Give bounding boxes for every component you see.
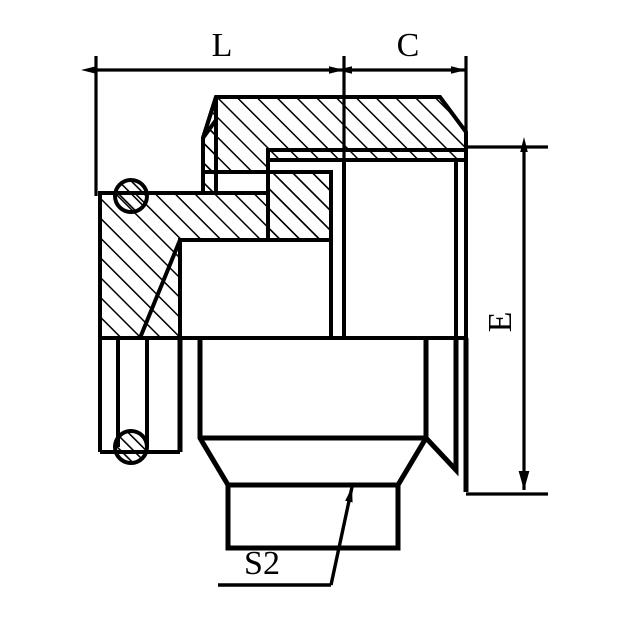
lower-o-ring-seal xyxy=(113,429,149,465)
inner-taper-line xyxy=(138,239,182,339)
dimension-label-E: E xyxy=(482,312,519,333)
body-step-section-right xyxy=(266,170,333,242)
dimension-extension-lines-right xyxy=(466,145,548,496)
sleeve-gap-hatched-band xyxy=(266,148,468,162)
body-reference-lines xyxy=(100,238,466,340)
body-outline-right xyxy=(329,160,468,338)
hex-nut-body xyxy=(197,338,429,551)
upper-o-ring-seal xyxy=(113,178,149,214)
hex-outer-silhouette xyxy=(177,338,469,492)
dimension-label-L: L xyxy=(212,27,233,64)
dimension-label-C: C xyxy=(397,27,420,64)
callout-leader-S2 xyxy=(218,486,354,587)
callout-label-S2: S2 xyxy=(244,545,280,582)
